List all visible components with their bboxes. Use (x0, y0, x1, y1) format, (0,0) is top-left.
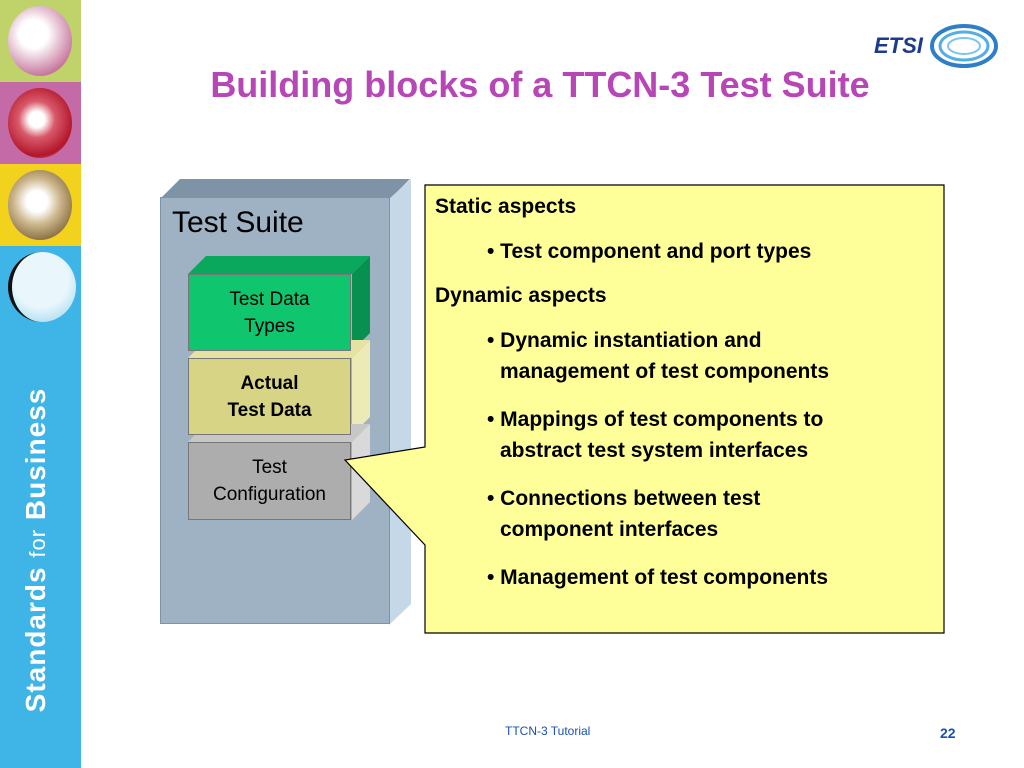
block-actual-test-data: Actual Test Data (188, 358, 351, 435)
globe-icon (8, 170, 72, 240)
block-line: Configuration (212, 484, 327, 505)
globe-tile-magenta (0, 82, 81, 164)
static-aspects-heading: Static aspects (435, 195, 577, 218)
dynamic-bullet: • Management of test components (487, 562, 935, 593)
static-bullet: • Test component and port types (487, 236, 935, 267)
globe-icon (8, 6, 72, 76)
globe-tile-yellow (0, 164, 81, 246)
bullet-line-continued: management of test components (500, 360, 830, 383)
globe-tile-blue (0, 246, 81, 328)
etsi-logo: ETSI (872, 24, 998, 68)
test-suite-label: Test Suite (172, 206, 304, 239)
bullet-line-continued: component interfaces (500, 518, 719, 541)
dynamic-bullet: • Mappings of test components to abstrac… (487, 404, 935, 466)
globe-icon (8, 252, 76, 322)
bullet-line: • Dynamic instantiation and (487, 329, 762, 352)
block-line: Actual (240, 372, 299, 394)
block-line: Test (252, 457, 287, 478)
bullet-line-continued: abstract test system interfaces (500, 439, 809, 462)
bullet-line: • Mappings of test components to (487, 408, 824, 431)
dynamic-bullet: • Dynamic instantiation and management o… (487, 325, 935, 387)
bullet-line: • Test component and port types (487, 240, 812, 263)
footer-text: TTCN-3 Tutorial (505, 724, 591, 738)
block-test-data-types: Test Data Types (188, 274, 351, 351)
block-line: Test Data (229, 288, 310, 310)
bullet-line: • Connections between test (487, 487, 761, 510)
suite-box-top (160, 179, 410, 199)
etsi-logo-text: ETSI (874, 33, 924, 58)
dynamic-bullet: • Connections between test component int… (487, 483, 935, 545)
globe-icon (8, 88, 72, 158)
dynamic-aspects-heading: Dynamic aspects (435, 284, 607, 307)
block-test-configuration: Test Configuration (188, 442, 351, 520)
slide-title: Building blocks of a TTCN-3 Test Suite (210, 64, 870, 105)
bullet-line: • Management of test components (487, 566, 829, 589)
globe-tile-green (0, 0, 81, 82)
sidebar: Standards for Business (0, 0, 81, 768)
block-line: Test Data (227, 399, 312, 421)
page-number: 22 (940, 725, 956, 741)
callout-content: Static aspects • Test component and port… (435, 195, 935, 610)
block-line: Types (244, 315, 295, 337)
